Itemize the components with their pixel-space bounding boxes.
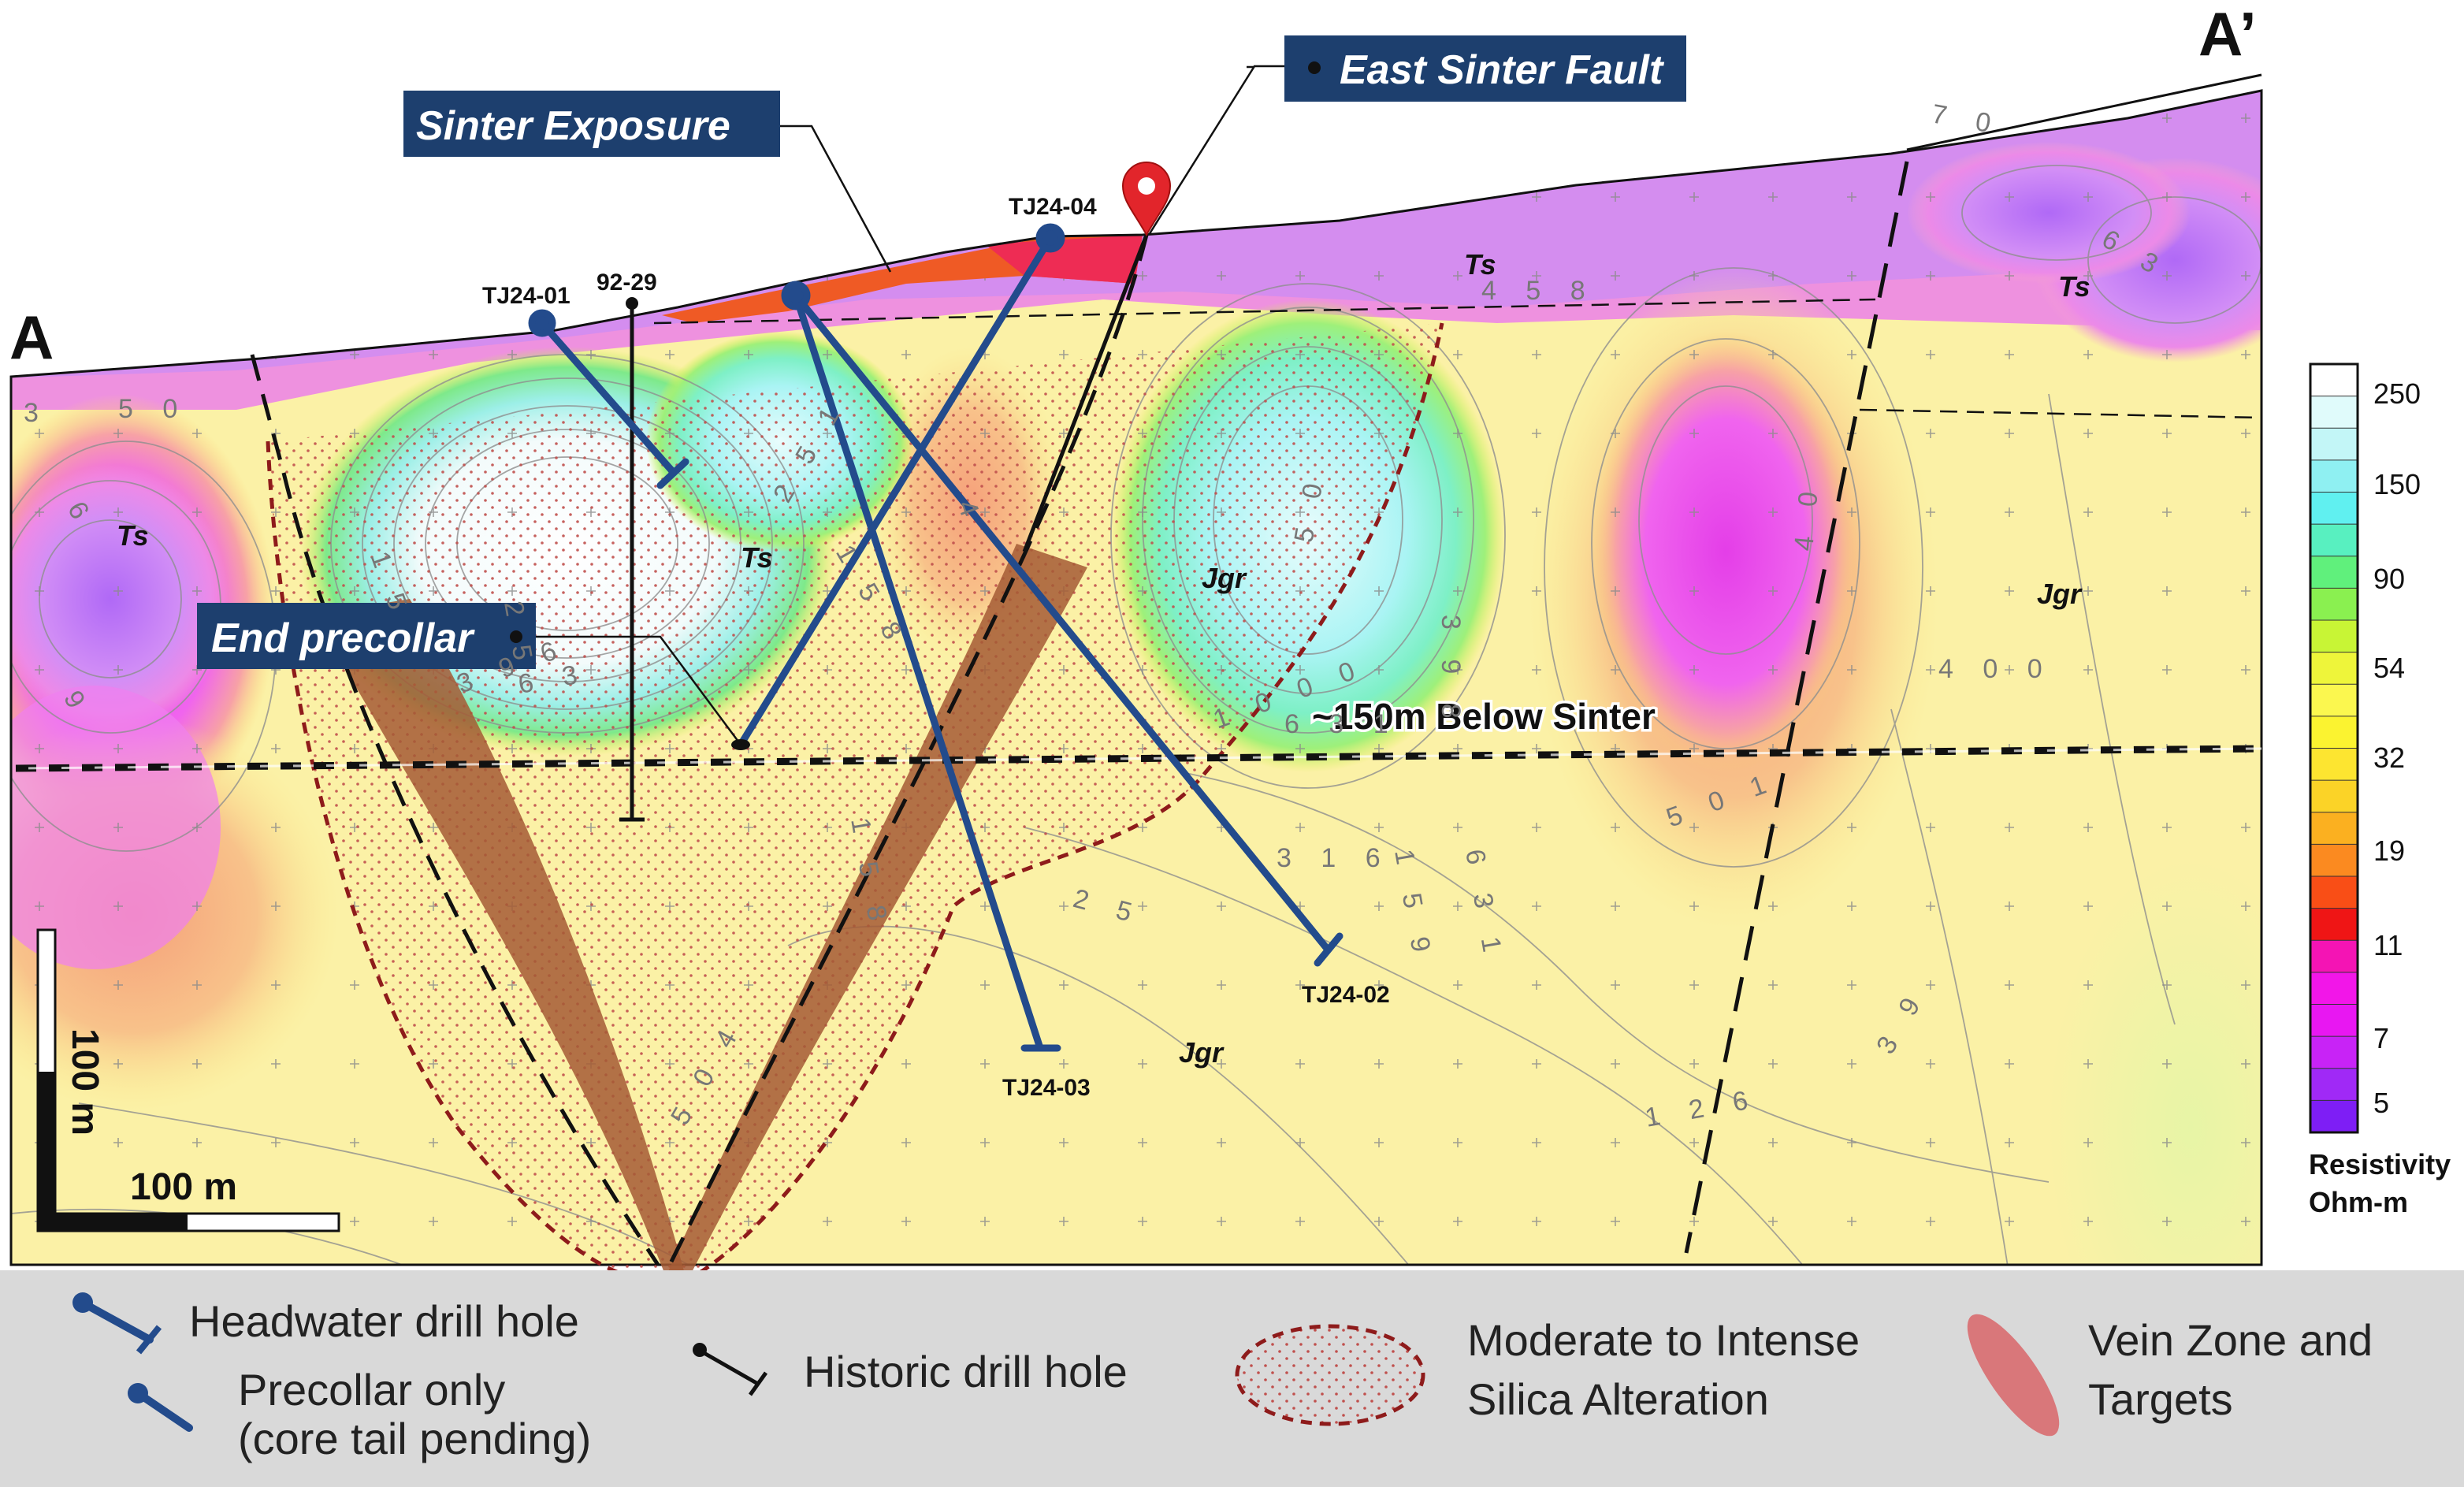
scale-swatch <box>2310 556 2358 589</box>
svg-text:Sinter Exposure: Sinter Exposure <box>416 103 730 149</box>
unit-ts-east: Ts <box>2058 270 2090 303</box>
scale-tick-label: 150 <box>2373 468 2421 500</box>
label-tj24-02: TJ24-02 <box>1302 982 1390 1008</box>
scale-swatch <box>2310 1099 2358 1133</box>
horizontal-scale-label: 100 m <box>130 1166 237 1208</box>
callout-east-sinter-fault: East Sinter Fault <box>1284 35 1686 102</box>
scale-bar: 100 m 100 m <box>36 928 340 1232</box>
contour-value-label: 3 <box>24 398 50 428</box>
contour-value-label: 4 0 0 <box>1938 654 2053 684</box>
unit-jgr-center: Jgr <box>1202 562 1247 594</box>
legend-historic-label: Historic drill hole <box>804 1347 1128 1396</box>
scale-swatch <box>2310 396 2358 429</box>
label-tj24-03: TJ24-03 <box>1002 1075 1091 1101</box>
callout-end-precollar: End precollar <box>197 603 536 669</box>
vertical-scale-label: 100 m <box>64 1028 106 1136</box>
scale-swatch <box>2310 972 2358 1006</box>
depth-line-label: ~150m Below Sinter <box>1312 696 1656 737</box>
label-92-29: 92-29 <box>596 270 657 296</box>
scale-swatch <box>2310 652 2358 686</box>
label-tj24-01: TJ24-01 <box>482 283 570 309</box>
scale-swatch <box>2310 523 2358 557</box>
location-pin-icon <box>1121 162 1172 237</box>
scale-swatch <box>2310 779 2358 813</box>
scale-swatch <box>2310 843 2358 877</box>
collar-tj24-01 <box>528 309 556 337</box>
scale-title-line2: Ohm-m <box>2309 1186 2408 1218</box>
drill-trace-tj24-02 <box>792 292 1332 954</box>
svg-text:East Sinter Fault: East Sinter Fault <box>1340 47 1665 93</box>
scale-tick-label: 250 <box>2373 377 2421 410</box>
legend-headwater-icon <box>72 1292 162 1355</box>
vein-zone-east <box>666 544 1087 1277</box>
scale-swatch <box>2310 908 2358 942</box>
scale-swatch <box>2310 875 2358 909</box>
legend-precollar-line1: Precollar only <box>238 1365 505 1415</box>
legend-precollar-line2: (core tail pending) <box>238 1414 591 1463</box>
drill-trace-tj24-04 <box>737 234 1054 749</box>
contour-value-label: 4 0 <box>1789 479 1825 552</box>
scale-swatch <box>2310 619 2358 653</box>
legend-vein-line1: Vein Zone and <box>2088 1315 2373 1365</box>
callout-sinter-exposure: Sinter Exposure <box>403 91 780 157</box>
contour-value-label: 6 3 1 <box>1284 709 1399 739</box>
historic-drill-hole-92-29 <box>619 297 645 822</box>
legend-silica-icon <box>1235 1324 1425 1426</box>
legend-headwater-label: Headwater drill hole <box>189 1296 579 1346</box>
unit-jgr-east: Jgr <box>2037 578 2083 610</box>
scale-swatch <box>2310 427 2358 461</box>
collar-tj24-04 <box>1035 223 1065 253</box>
scale-tick-label: 7 <box>2373 1022 2389 1054</box>
scale-swatch <box>2310 459 2358 493</box>
legend-historic-icon <box>693 1343 768 1396</box>
legend-vein-icon <box>1967 1314 2060 1437</box>
unit-jgr-south: Jgr <box>1179 1036 1225 1069</box>
scale-swatch <box>2310 812 2358 846</box>
scale-swatch <box>2310 939 2358 973</box>
contour-value-label: 5 0 <box>118 394 188 424</box>
contour-value-label: 3 9 8 <box>1436 615 1466 730</box>
section-end-label: A’ <box>2198 0 2257 69</box>
drill-trace-tj24-01 <box>538 319 678 477</box>
legend-vein-line2: Targets <box>2088 1374 2233 1424</box>
scale-swatch <box>2310 683 2358 717</box>
drill-trace-tj24-03 <box>792 292 1044 1052</box>
contour-value-label: 3 1 6 <box>1277 843 1392 873</box>
scale-tick-label: 54 <box>2373 652 2405 684</box>
unit-ts-top: Ts <box>1464 248 1496 281</box>
scale-title-line1: Resistivity <box>2309 1148 2451 1180</box>
scale-tick-label: 90 <box>2373 563 2405 595</box>
scale-swatch <box>2310 587 2358 621</box>
svg-text:End precollar: End precollar <box>211 615 475 661</box>
scale-swatch <box>2310 492 2358 526</box>
section-start-label: A <box>9 303 54 372</box>
surface-line <box>1906 73 2262 151</box>
unit-ts-center: Ts <box>741 541 773 574</box>
scale-tick-label: 5 <box>2373 1087 2389 1119</box>
legend-silica-line1: Moderate to Intense <box>1467 1315 1860 1365</box>
scale-tick-label: 19 <box>2373 835 2405 867</box>
scale-swatch <box>2310 363 2358 397</box>
contour-value-label: 7 0 <box>1930 99 2005 140</box>
section-outline <box>9 89 2263 1266</box>
legend: Headwater drill hole Precollar only (cor… <box>0 1270 2464 1487</box>
collar-tj24-02-03 <box>781 281 811 310</box>
scale-swatch <box>2310 1004 2358 1038</box>
contour-value-label: 4 5 8 <box>1481 276 1596 306</box>
legend-silica-line2: Silica Alteration <box>1467 1374 1769 1424</box>
legend-precollar-icon <box>128 1383 193 1432</box>
scale-swatch <box>2310 716 2358 749</box>
scale-tick-label: 11 <box>2373 929 2403 961</box>
vein-zone-west <box>315 599 686 1277</box>
scale-swatch <box>2310 1068 2358 1102</box>
scale-tick-label: 32 <box>2373 742 2405 774</box>
faults <box>250 161 2262 1266</box>
scale-swatch <box>2310 748 2358 782</box>
label-tj24-04: TJ24-04 <box>1009 194 1097 220</box>
headwater-drill-holes <box>528 223 1343 1052</box>
resistivity-color-scale: 250 150 90 54 32 19 11 7 5 Resistivity Ohm-m <box>2309 362 2451 1218</box>
scale-swatch <box>2310 1035 2358 1069</box>
unit-ts-west: Ts <box>117 519 149 552</box>
